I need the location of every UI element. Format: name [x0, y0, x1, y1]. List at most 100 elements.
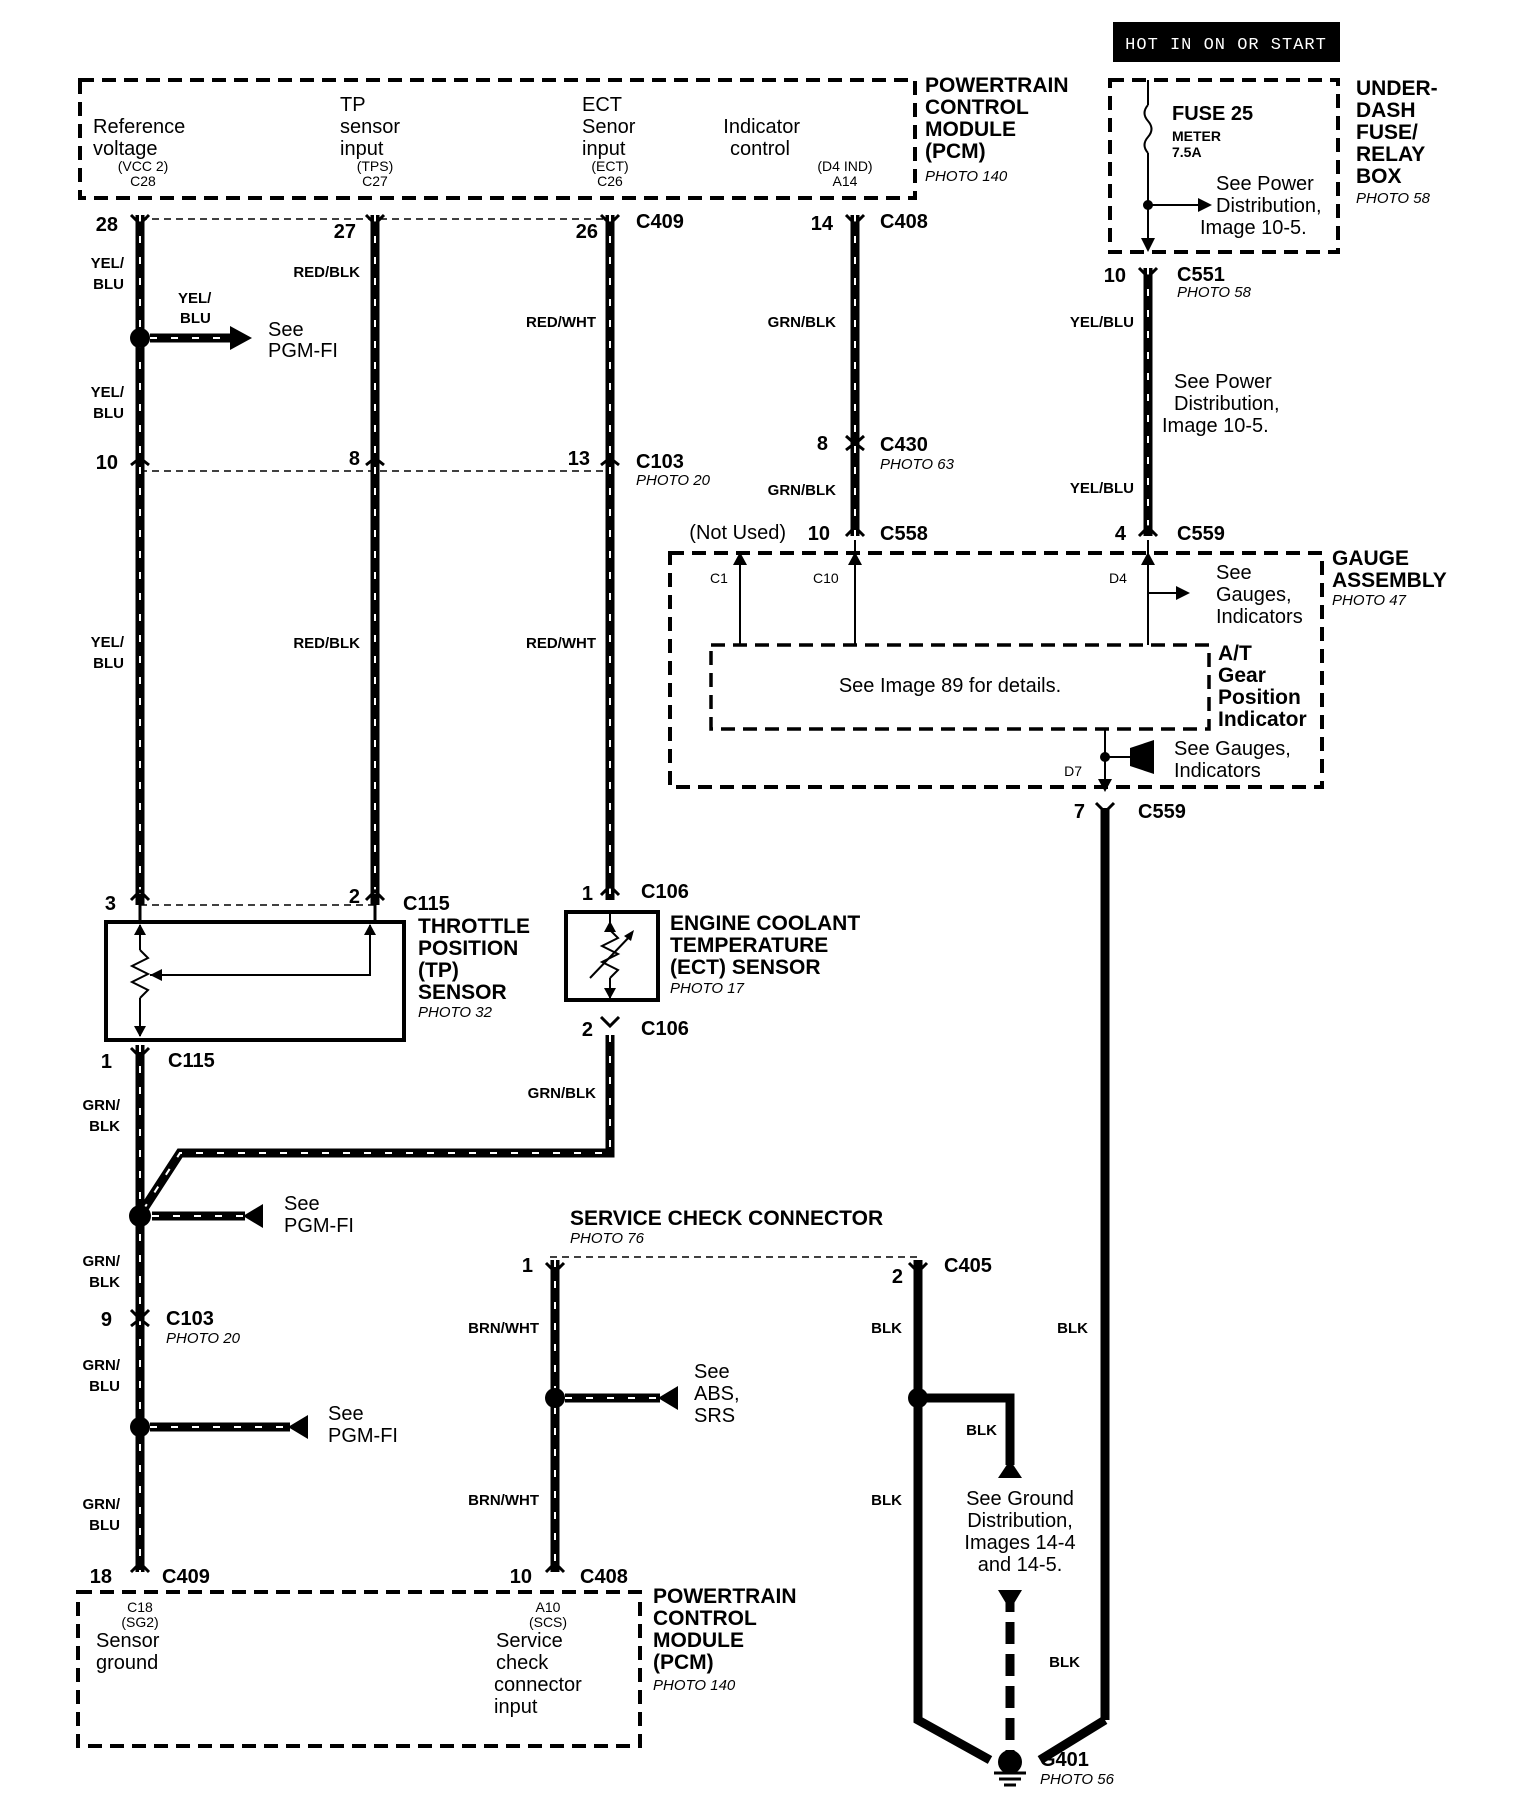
connector-c408-top: C408 — [880, 211, 928, 233]
svg-text:(TPS): (TPS) — [357, 158, 394, 174]
pcm-top-title: POWERTRAIN CONTROL MODULE (PCM) — [925, 74, 1074, 163]
gauge-d4-arrow — [1141, 552, 1155, 565]
pcm-top-box — [78, 78, 917, 200]
branch-grn-blk-arrow — [243, 1204, 263, 1228]
underdash-title: UNDER- DASH FUSE/ RELAY BOX — [1356, 77, 1444, 188]
wire-label-blk-2: BLK — [871, 1492, 902, 1509]
wire-label-grn-blk-1: GRN/BLK — [768, 314, 836, 331]
wire-label-grn-blk-4: GRN/BLK — [83, 1253, 121, 1291]
pin-2-c405: 2 — [892, 1266, 903, 1288]
wire-label-yel-blu-2: YEL/BLU — [91, 384, 125, 422]
connector-c430: C430 — [880, 434, 928, 456]
wire-gauge-ground — [1037, 808, 1110, 1764]
connector-c115-bottom: C115 — [168, 1050, 215, 1072]
fuse-branch-arrow — [1198, 198, 1212, 212]
fuse-rating: 7.5A — [1172, 144, 1202, 160]
connector-c430-photo: PHOTO 63 — [880, 456, 955, 473]
wire-label-brn-wht-2: BRN/WHT — [468, 1492, 539, 1509]
gauge-see-gauges-1: See Gauges, Indicators — [1216, 562, 1303, 628]
wire-label-blk-1: BLK — [871, 1320, 902, 1337]
pcm-bottom-photo: PHOTO 140 — [653, 1677, 736, 1694]
connector-terminals — [129, 213, 1159, 1574]
gauge-d4-branch-arrow — [1176, 586, 1190, 600]
gauge-c1-arrow — [733, 552, 747, 565]
pin-13-c103: 13 — [568, 448, 590, 470]
svg-text:C26: C26 — [597, 173, 623, 189]
gauge-see-gauges-2: See Gauges, Indicators — [1174, 738, 1296, 782]
pin-3-c115: 3 — [105, 893, 116, 915]
ect-sensor-photo: PHOTO 17 — [670, 980, 745, 997]
pin-9-c103: 9 — [101, 1309, 112, 1331]
wire-label-yel-blu-r1: YEL/BLU — [1070, 314, 1134, 331]
connector-c103-bottom-photo: PHOTO 20 — [166, 1330, 241, 1347]
pin-2-c106: 2 — [582, 1019, 593, 1041]
wire-label-yel-blu-splice: YEL/BLU — [178, 290, 212, 327]
pin-26: 26 — [576, 221, 598, 243]
connector-c103-top: C103 — [636, 451, 684, 473]
svg-text:C28: C28 — [130, 173, 156, 189]
pin-10-c103: 10 — [96, 452, 118, 474]
pin-8-c430: 8 — [817, 433, 828, 455]
branch-yel-blu-arrow — [230, 326, 252, 350]
ground-g401-photo: PHOTO 56 — [1040, 1771, 1115, 1788]
gauge-not-used: (Not Used) — [689, 522, 786, 544]
wire-label-grn-blk-3: GRN/BLK — [83, 1097, 121, 1135]
service-check-title: SERVICE CHECK CONNECTOR — [570, 1207, 883, 1230]
svg-text:(SG2): (SG2) — [121, 1614, 158, 1630]
fuse-name: FUSE 25 — [1172, 103, 1253, 125]
pin-18-c409: 18 — [90, 1566, 112, 1588]
connector-c558: C558 — [880, 523, 928, 545]
pin-10-c551: 10 — [1104, 265, 1126, 287]
pin-14: 14 — [811, 213, 834, 235]
wire-service-ground — [913, 1260, 1015, 1764]
gauge-pin-c10: C10 — [813, 570, 839, 586]
fuse-arrow-down — [1141, 238, 1155, 252]
ect-sensor-box — [564, 910, 660, 1002]
hot-banner: HOT IN ON OR START — [1125, 36, 1327, 55]
wire-label-brn-wht-1: BRN/WHT — [468, 1320, 539, 1337]
pin-28: 28 — [96, 214, 118, 236]
gauge-assembly-photo: PHOTO 47 — [1332, 592, 1407, 609]
gauge-assembly-box — [668, 551, 1324, 789]
connector-c103-top-photo: PHOTO 20 — [636, 472, 711, 489]
connector-c551: C551 — [1177, 264, 1225, 286]
gauge-pin-d7: D7 — [1064, 763, 1082, 779]
connector-c106-bottom: C106 — [641, 1018, 689, 1040]
wire-label-red-blk-1: RED/BLK — [293, 264, 360, 281]
gauge-pin-c1: C1 — [710, 570, 728, 586]
tp-sensor-photo: PHOTO 32 — [418, 1004, 493, 1021]
connector-c559-bottom: C559 — [1138, 801, 1186, 823]
wire-label-grn-blk-2: GRN/BLK — [768, 482, 836, 499]
tp-sensor-title: THROTTLE POSITION (TP) SENSOR — [418, 915, 536, 1004]
ground-dist-arrow-down — [998, 1590, 1022, 1610]
wire-label-blk-5: BLK — [966, 1422, 997, 1439]
wire-label-red-wht-2: RED/WHT — [526, 635, 596, 652]
gauge-d7-arrow — [1098, 779, 1112, 792]
pin-1-c115: 1 — [101, 1051, 112, 1073]
gauge-pin-d4: D4 — [1109, 570, 1127, 586]
connector-c408-bottom: C408 — [580, 1566, 628, 1588]
splice-service-check — [545, 1388, 565, 1408]
pcm-top-photo: PHOTO 140 — [925, 168, 1008, 185]
fuse-see-power: See Power Distribution, Image 10-5. — [1200, 173, 1327, 239]
connector-c559-top: C559 — [1177, 523, 1225, 545]
at-gear-indicator-box — [709, 643, 1211, 731]
pin-4-c559: 4 — [1115, 523, 1127, 545]
underdash-fuse-box — [1108, 78, 1340, 254]
connector-c551-photo: PHOTO 58 — [1177, 284, 1252, 301]
wire-label-red-blk-2: RED/BLK — [293, 635, 360, 652]
pin-1-c405: 1 — [522, 1255, 533, 1277]
wire-label-grn-blu-1: GRN/BLU — [83, 1357, 121, 1395]
pin-27: 27 — [334, 221, 356, 243]
